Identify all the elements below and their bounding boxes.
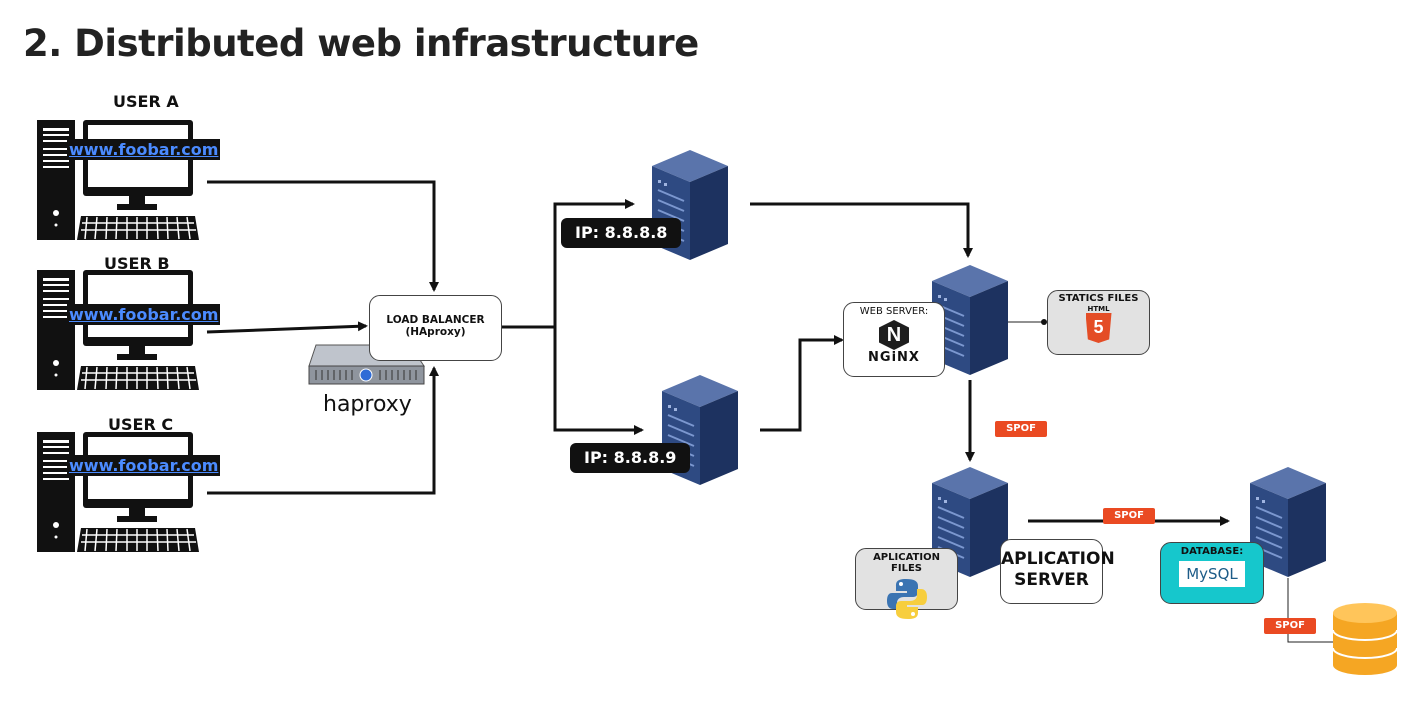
python-logo-icon <box>886 579 927 619</box>
statics-connector-dot <box>1041 319 1047 325</box>
user-c-url-link[interactable]: www.foobar.com <box>67 455 221 476</box>
application-server-box: APLICATION SERVER <box>1000 539 1115 604</box>
load-balancer-label: LOAD BALANCER <box>386 314 485 326</box>
user-c-computer-icon <box>36 431 200 553</box>
user-b-label: USER B <box>104 254 170 273</box>
database-cylinder-icon <box>1332 603 1398 675</box>
application-server-label: APLICATION SERVER <box>1001 549 1115 590</box>
spof-badge-web: SPOF <box>995 421 1047 437</box>
database-label: DATABASE: <box>1180 546 1244 557</box>
user-c-label: USER C <box>108 415 174 434</box>
statics-files-box: STATICS FILES HTML 5 <box>1047 290 1150 355</box>
user-b-url-link[interactable]: www.foobar.com <box>67 304 221 325</box>
user-a-url-link[interactable]: www.foobar.com <box>67 139 221 160</box>
load-balancer-sublabel: (HAproxy) <box>405 326 466 338</box>
page-title: 2. Distributed web infrastructure <box>23 22 699 65</box>
nginx-logo-text: NGiNX <box>868 350 920 365</box>
html5-logo-text: HTML <box>1087 305 1110 313</box>
user-a-computer-icon <box>36 119 200 241</box>
spof-badge-app: SPOF <box>1103 508 1155 524</box>
load-balancer-box: LOAD BALANCER (HAproxy) <box>369 295 502 361</box>
user-connections <box>206 180 439 495</box>
thin-connections <box>1008 321 1336 643</box>
server-2-ip-badge: IP: 8.8.8.9 <box>570 443 691 473</box>
application-files-box: APLICATION FILES <box>855 548 958 619</box>
haproxy-label: haproxy <box>323 392 412 417</box>
server-1-ip-badge: IP: 8.8.8.8 <box>561 218 682 248</box>
database-box: DATABASE: MySQL <box>1160 542 1264 604</box>
nginx-logo-icon: N <box>879 320 909 350</box>
spof-badge-db: SPOF <box>1264 618 1316 634</box>
statics-files-label: STATICS FILES <box>1058 293 1139 304</box>
user-b-computer-icon <box>36 269 200 391</box>
mysql-logo: MySQL <box>1179 561 1245 587</box>
user-a-label: USER A <box>113 92 179 111</box>
application-files-label: APLICATION FILES <box>873 552 940 574</box>
web-server-label: WEB SERVER: <box>859 306 929 317</box>
html5-shield-icon: 5 <box>1085 313 1112 343</box>
web-server-box: WEB SERVER: N NGiNX <box>843 302 945 377</box>
mysql-logo-text: MySQL <box>1186 565 1238 583</box>
